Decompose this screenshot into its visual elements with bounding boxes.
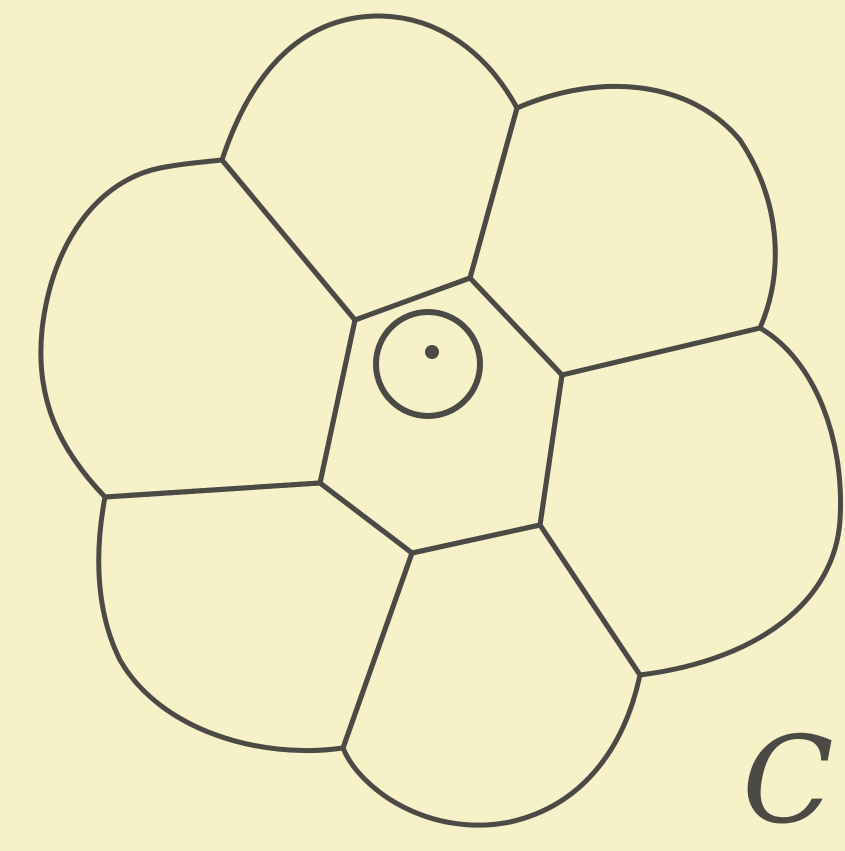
nucleus-dot — [425, 345, 439, 359]
figure-letter-label: C — [742, 722, 834, 842]
cell-bottom-right — [343, 525, 640, 825]
cell-bottom-left — [99, 483, 412, 751]
cell-top-right — [470, 86, 775, 375]
nucleus-ring — [376, 312, 480, 416]
cell-right — [540, 328, 841, 675]
cell-left — [41, 160, 355, 497]
